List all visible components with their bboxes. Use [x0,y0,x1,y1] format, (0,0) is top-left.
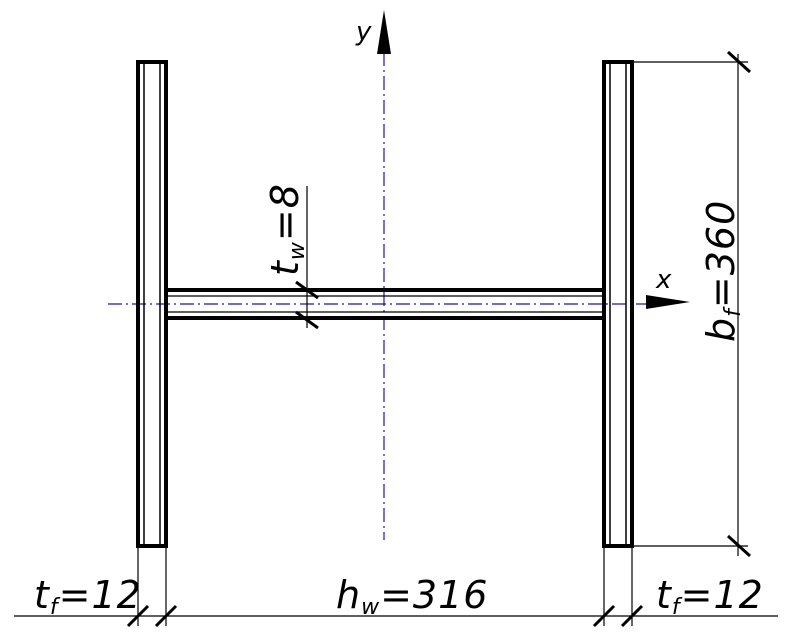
y-axis-arrow-icon [377,10,391,54]
x-axis-arrow-icon [646,295,690,309]
flange-width-dimension [632,50,752,558]
flange-thickness-right-label: tf=12 [656,573,764,620]
y-axis-label: y [355,17,372,47]
web-height-label: hw=316 [336,573,488,620]
flange-width-label: bf=360 [699,200,746,342]
right-flange [602,60,634,548]
web-thickness-label: tw=8 [263,183,310,276]
bottom-dimension-chain [14,546,778,628]
x-axis-label: x [655,265,672,295]
left-flange [136,60,168,548]
flange-thickness-left-label: tf=12 [34,573,142,620]
web-thickness-dimension [295,186,319,330]
web-plate [166,288,604,320]
